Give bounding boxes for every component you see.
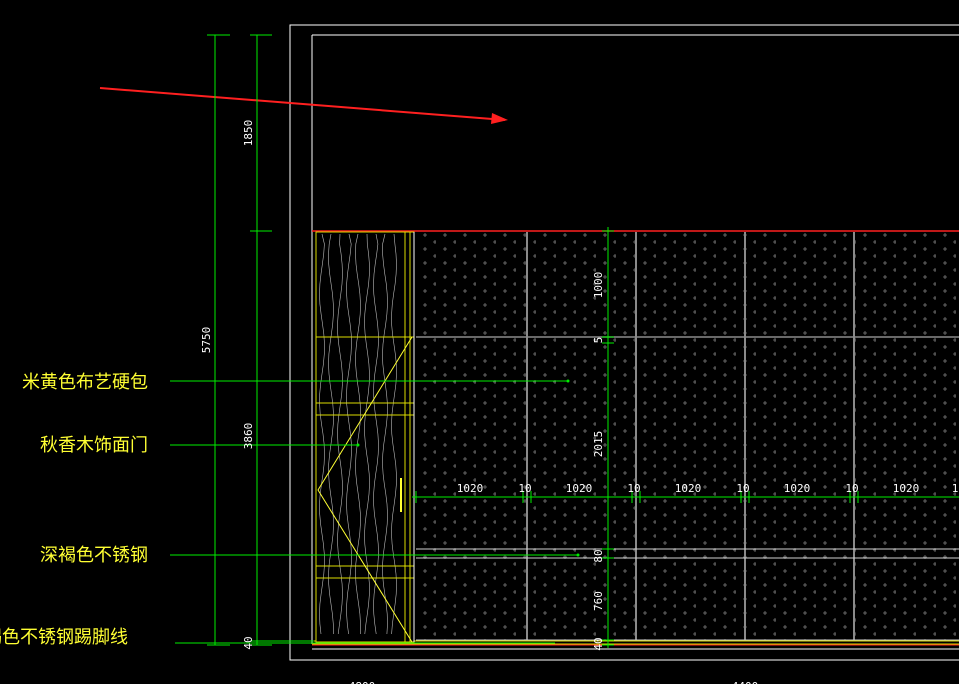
wood-grain-line: [319, 233, 325, 635]
baseboard: [312, 640, 959, 646]
dim-h-4: 10: [627, 482, 640, 495]
dim-wall-height: 3860: [242, 423, 255, 450]
label-dark-steel: 深褐色不锈钢: [40, 545, 148, 566]
dim-panel-5: 5: [592, 337, 605, 344]
dim-panel-40: 40: [592, 637, 605, 650]
fabric-wall-panels: [416, 232, 959, 641]
wood-grain-line: [391, 233, 397, 635]
dim-h-5: 1020: [675, 482, 702, 495]
wood-grain-line: [382, 233, 388, 635]
label-steel-baseboard: 褐色不锈钢踢脚线: [0, 627, 128, 648]
wood-grain-line: [364, 233, 370, 635]
dim-bottom-2: 4400: [732, 680, 759, 684]
wood-veneer-door: [315, 231, 415, 643]
vertical-dimension-texts: 5750 1850 3860 40: [200, 120, 255, 650]
panel-vertical-dimension: 1000 5 2015 80 760 40: [592, 227, 614, 651]
label-wood-door: 秋香木饰面门: [40, 435, 148, 456]
dim-h-8: 10: [845, 482, 858, 495]
dim-panel-760: 760: [592, 591, 605, 611]
dim-h-9: 1020: [893, 482, 920, 495]
dim-panel-2015: 2015: [592, 431, 605, 458]
wood-grain-line: [373, 233, 379, 635]
wood-grain-line: [355, 233, 361, 635]
dim-h-3: 1020: [566, 482, 593, 495]
dim-h-7: 1020: [784, 482, 811, 495]
bottom-dimensions: 4800 4400: [349, 680, 759, 684]
label-fabric-panel: 米黄色布艺硬包: [22, 372, 148, 393]
dim-panel-80: 80: [592, 549, 605, 562]
dim-bottom-1: 4800: [349, 680, 376, 684]
vertical-dimension-lines: [207, 34, 314, 646]
dim-panel-1000: 1000: [592, 272, 605, 299]
wood-grain-line: [337, 233, 343, 635]
panel-horizontal-dimension: 1020 10 1020 10 1020 10 1020 10 1020 1: [412, 482, 959, 503]
material-labels: 米黄色布艺硬包 秋香木饰面门 深褐色不锈钢 褐色不锈钢踢脚线: [0, 372, 148, 648]
dim-h-6: 10: [736, 482, 749, 495]
red-arrow-annotation: [99, 87, 508, 124]
dim-h-2: 10: [518, 482, 531, 495]
dim-total-height: 5750: [200, 327, 213, 354]
wood-grain-line: [346, 233, 352, 635]
room-outline: [289, 24, 959, 661]
wood-grain-line: [328, 233, 334, 635]
dim-h-1: 1020: [457, 482, 484, 495]
dim-upper-height: 1850: [242, 120, 255, 147]
dim-base-height: 40: [242, 636, 255, 649]
leader-lines: [170, 379, 580, 644]
dim-h-10: 1: [952, 482, 959, 495]
